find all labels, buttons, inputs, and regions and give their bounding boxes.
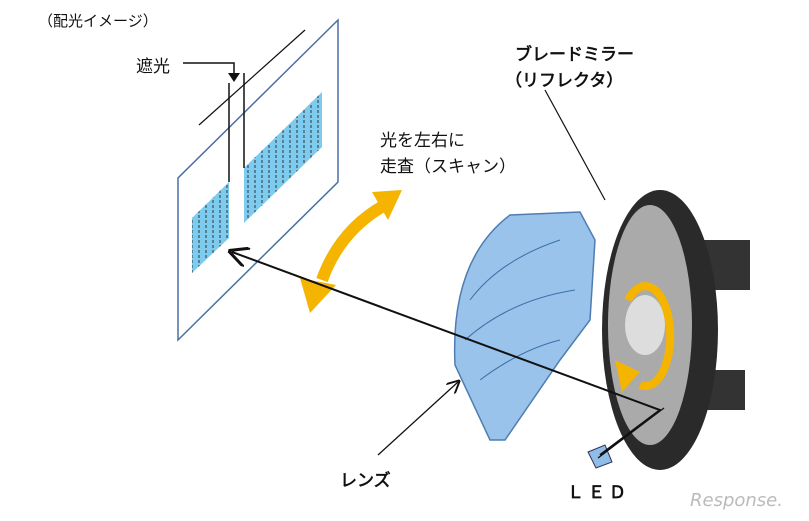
watermark: Response. — [690, 490, 783, 511]
led-label: ＬＥＤ — [567, 483, 630, 503]
light-patch-left — [192, 182, 229, 273]
mirror-label-1: ブレードミラー — [515, 45, 634, 65]
scan-label-2: 走査（スキャン） — [380, 157, 516, 177]
rotation-arrow — [624, 282, 675, 391]
light-image-label: （配光イメージ） — [38, 12, 158, 30]
mirror-label-2: （リフレクタ） — [505, 71, 624, 91]
shading-label: 遮光 — [136, 57, 170, 77]
scan-label-1: 光を左右に — [380, 131, 465, 151]
light-patch-right — [244, 92, 322, 223]
lens-label: レンズ — [340, 471, 391, 491]
scan-double-arrow — [316, 199, 388, 283]
lens — [453, 211, 596, 441]
